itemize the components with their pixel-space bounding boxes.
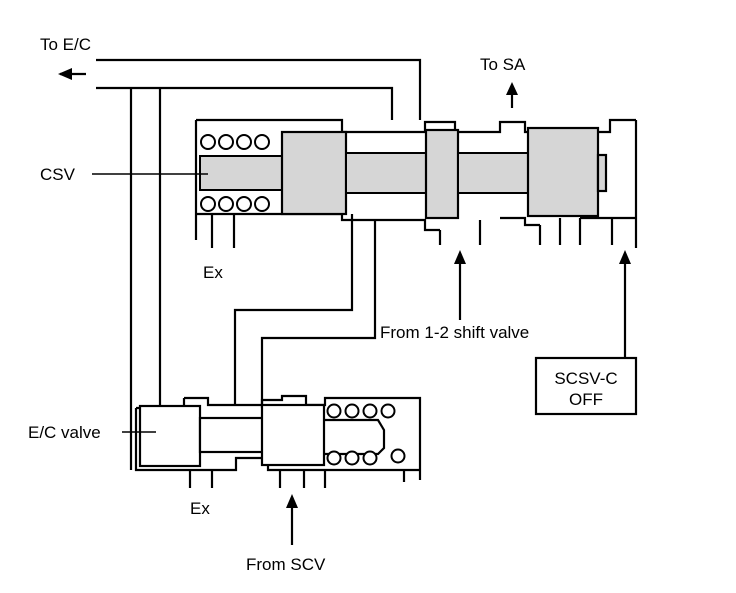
label-from-scv: From SCV [246,555,326,574]
csv-spring [200,134,270,212]
scsv-c-box [534,356,638,416]
scsv-c-arrow [619,250,631,358]
arrow-up-icon [454,250,466,264]
label-from-12-shift-valve: From 1-2 shift valve [380,323,529,342]
label-ex-top: Ex [203,263,223,282]
csv-ports [210,214,614,248]
label-scsv-c: SCSV-C [554,369,617,388]
csv-spool [199,126,608,220]
arrow-up-icon [619,250,631,264]
label-csv: CSV [40,165,76,184]
connecting-passages [129,88,377,470]
from-12-shift-arrow [454,250,466,320]
arrow-left-icon [58,68,72,80]
to-ec-lines [58,58,422,120]
label-to-ec: To E/C [40,35,91,54]
arrow-up-icon [506,82,518,95]
ec-valve-spool [138,403,386,468]
to-sa-arrow [506,82,518,108]
arrow-up-icon [286,494,298,508]
ec-valve-spring [326,403,406,466]
from-scv-arrow [286,494,298,545]
label-to-sa: To SA [480,55,526,74]
label-ec-valve: E/C valve [28,423,101,442]
label-ex-bottom: Ex [190,499,210,518]
label-scsv-off: OFF [569,390,603,409]
